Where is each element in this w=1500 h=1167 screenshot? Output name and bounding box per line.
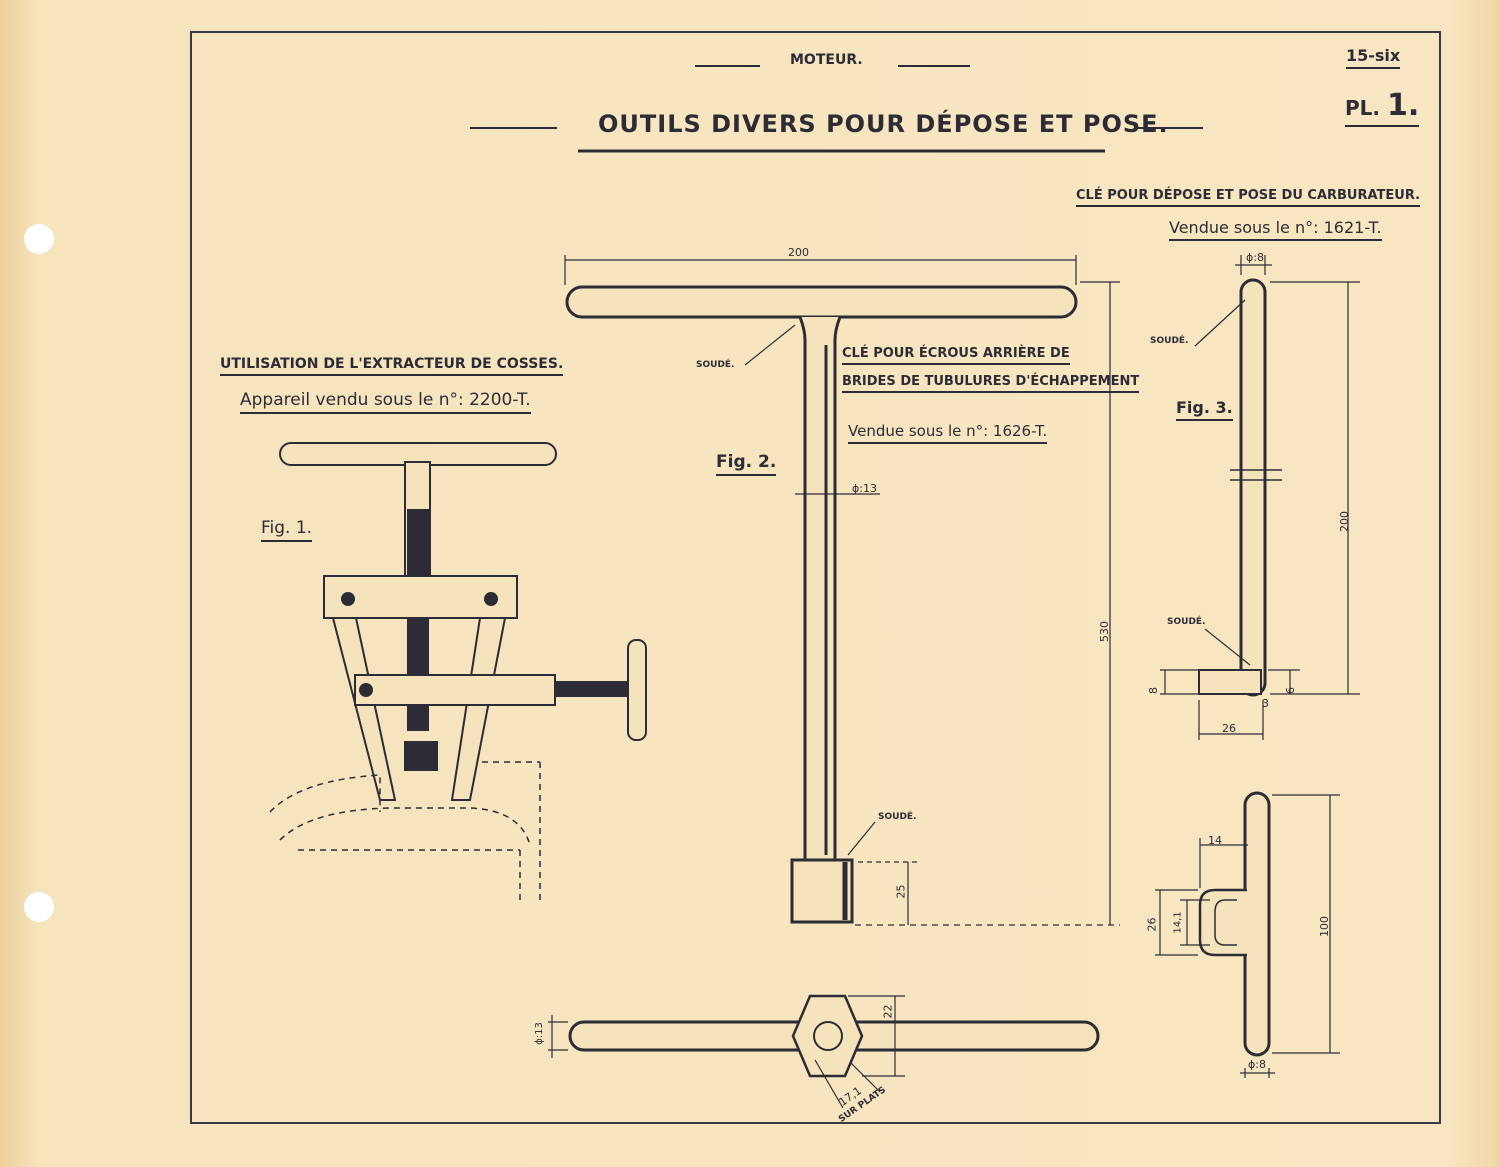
fig2-caption-sub: Vendue sous le n°: 1626-T. — [848, 422, 1048, 444]
plate-prefix: PL. — [1345, 96, 1380, 120]
fig3-dim-foot-length: 26 — [1222, 722, 1236, 735]
plate-label: PL. 1. — [1345, 88, 1420, 127]
fig1-caption-title: UTILISATION DE L'EXTRACTEUR DE COSSES. — [220, 356, 564, 376]
fig2-caption-line2: BRIDES DE TUBULURES D'ÉCHAPPEMENT — [842, 374, 1140, 393]
fig3-lower-dimension-lines — [1155, 794, 1340, 1078]
fig2-dim-height: 530 — [1098, 621, 1111, 642]
fig3-dim-lower-diameter: ϕ:8 — [1248, 1058, 1266, 1071]
plate-number: 1. — [1386, 88, 1420, 123]
fig2-dim-handle-diameter: ϕ:13 — [533, 1022, 545, 1045]
fig3-caption-sub: Vendue sous le n°: 1621-T. — [1169, 218, 1382, 241]
fig2-label: Fig. 2. — [716, 452, 777, 476]
fig3-dim-foot-right: 6 — [1284, 687, 1297, 694]
punch-hole-bottom — [24, 892, 54, 922]
fig2-t-wrench-drawing — [565, 285, 1078, 924]
fig3-dimension-lines — [1160, 255, 1360, 740]
fig1-workpiece-dashed — [269, 761, 541, 905]
fig3-label: Fig. 3. — [1176, 398, 1233, 421]
fig3-key-drawing — [1198, 278, 1282, 697]
fig3-caption-title: CLÉ POUR DÉPOSE ET POSE DU CARBURATEUR. — [1076, 188, 1421, 207]
fig1-label: Fig. 1. — [261, 518, 313, 542]
fig3-dim-lower-14: 14 — [1208, 834, 1222, 847]
fig3-weld-bottom: SOUDÉ. — [1167, 617, 1206, 627]
section-title: MOTEUR. — [790, 52, 863, 68]
fig2-dimension-lines — [564, 255, 1120, 926]
page-code: 15-six — [1346, 46, 1401, 69]
fig1-caption-sub: Appareil vendu sous le n°: 2200-T. — [240, 390, 531, 414]
fig2-dim-socket: 25 — [894, 884, 908, 899]
fig3-dim-foot-offset: 3 — [1262, 697, 1269, 710]
fig2-weld-top: SOUDÉ. — [696, 360, 735, 370]
fig3-dim-height: 200 — [1338, 511, 1351, 532]
fig2-bottom-view-drawing — [568, 994, 1100, 1078]
plate-title: OUTILS DIVERS POUR DÉPOSE ET POSE. — [598, 110, 1169, 138]
fig3-dim-lower-26: 26 — [1145, 917, 1159, 932]
fig3-dim-lower-100: 100 — [1318, 916, 1331, 937]
fig2-caption-line1: CLÉ POUR ÉCROUS ARRIÈRE DE — [842, 346, 1070, 365]
fig3-dim-lower-14-1: 14,1 — [1172, 911, 1184, 934]
fig2-bottom-dimension-lines — [548, 995, 905, 1109]
drawing-frame — [190, 31, 1441, 1124]
fig3-weld-top: SOUDÉ. — [1150, 336, 1189, 346]
fig2-dim-diameter: ϕ:13 — [852, 482, 877, 495]
fig3-lower-view-drawing — [1198, 791, 1271, 1057]
punch-hole-top — [24, 224, 54, 254]
fig3-dim-foot-height: 8 — [1147, 687, 1160, 694]
fig2-dim-flats: 22 — [881, 1004, 895, 1019]
fig1-extractor-drawing — [279, 442, 647, 801]
fig2-weld-bottom: SOUDÉ. — [878, 812, 917, 822]
fig3-dim-top-diameter: ϕ:8 — [1246, 251, 1264, 264]
fig2-dim-width: 200 — [784, 246, 813, 259]
